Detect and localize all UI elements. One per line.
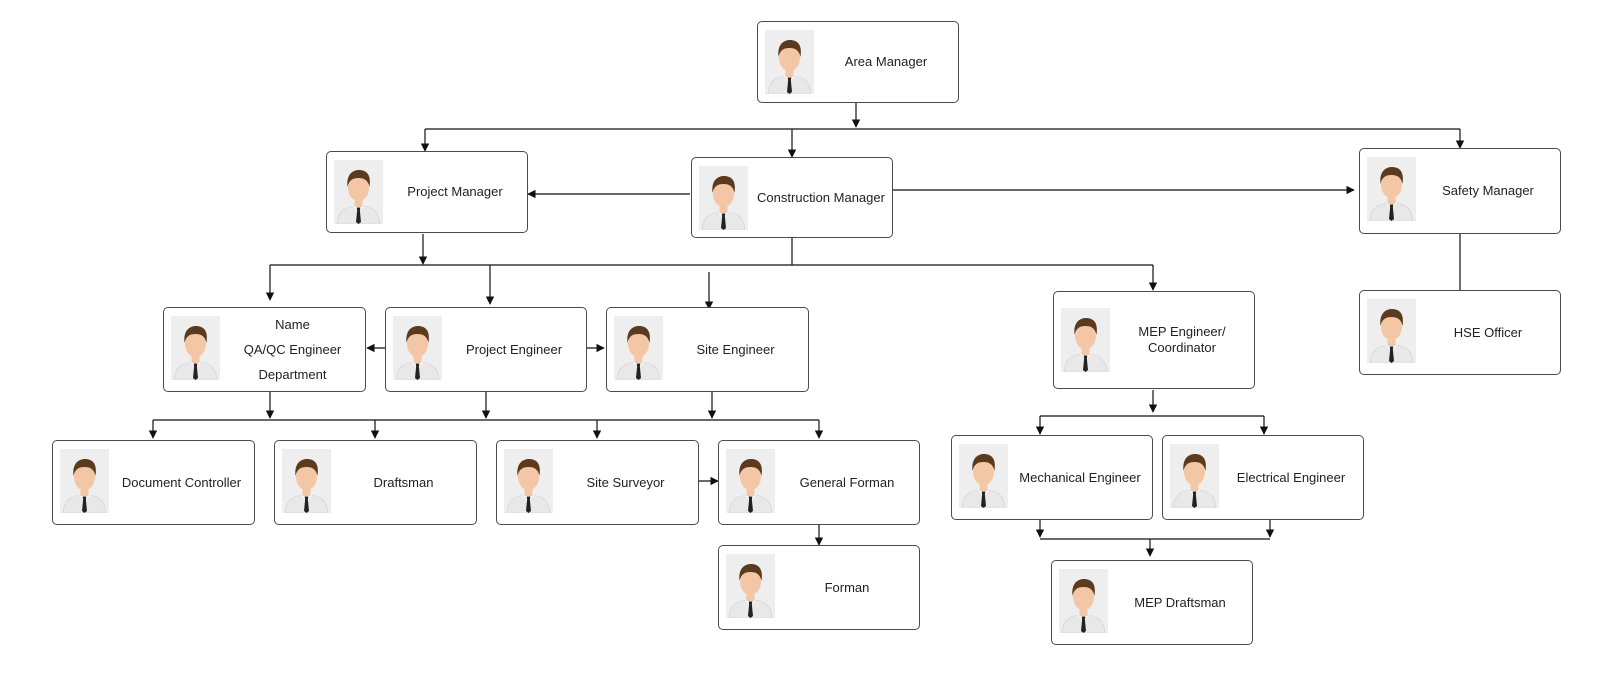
node-mep-engineer[interactable]: MEP Engineer/ Coordinator	[1053, 291, 1255, 389]
node-site-engineer[interactable]: Site Engineer	[606, 307, 809, 392]
node-label: Site Engineer	[696, 341, 775, 357]
node-mep-draftsman[interactable]: MEP Draftsman	[1051, 560, 1253, 645]
person-avatar-icon	[726, 449, 775, 513]
node-label: Safety Manager	[1442, 183, 1534, 198]
label-line-1: MEP Engineer/	[1138, 324, 1226, 339]
person-avatar-icon	[1367, 299, 1416, 363]
node-general-forman[interactable]: General Forman	[718, 440, 920, 525]
person-avatar-icon	[1059, 569, 1108, 633]
node-area-manager[interactable]: Area Manager	[757, 21, 959, 103]
label-line-title: QA/QC Engineer	[243, 342, 342, 357]
node-site-surveyor[interactable]: Site Surveyor	[496, 440, 699, 525]
person-avatar-icon	[504, 449, 553, 513]
node-label: Site Surveyor	[586, 474, 665, 490]
node-draftsman[interactable]: Draftsman	[274, 440, 477, 525]
person-avatar-icon	[1170, 444, 1219, 508]
person-avatar-icon	[1061, 308, 1110, 372]
node-qa-qc-engineer[interactable]: Name QA/QC Engineer Department	[163, 307, 366, 392]
person-avatar-icon	[765, 30, 814, 94]
node-label: HSE Officer	[1453, 324, 1523, 340]
person-avatar-icon	[60, 449, 109, 513]
label-line-name: Name	[275, 317, 310, 332]
node-label: Draftsman	[373, 474, 434, 490]
label-line-department: Department	[258, 367, 327, 382]
person-avatar-icon	[959, 444, 1008, 508]
node-label: Name QA/QC Engineer Department	[226, 308, 359, 391]
person-avatar-icon	[726, 554, 775, 618]
node-label: Electrical Engineer	[1236, 469, 1346, 485]
node-document-controller[interactable]: Document Controller	[52, 440, 255, 525]
node-safety-manager[interactable]: Safety Manager	[1359, 148, 1561, 234]
node-mechanical-engineer[interactable]: Mechanical Engineer	[951, 435, 1153, 520]
node-hse-officer[interactable]: HSE Officer	[1359, 290, 1561, 375]
node-label: Area Manager	[844, 54, 928, 69]
person-avatar-icon	[282, 449, 331, 513]
person-avatar-icon	[334, 160, 383, 224]
person-avatar-icon	[614, 316, 663, 380]
node-label: Project Engineer	[465, 341, 563, 357]
node-construction-manager[interactable]: Construction Manager	[691, 157, 893, 238]
node-electrical-engineer[interactable]: Electrical Engineer	[1162, 435, 1364, 520]
node-label: MEP Engineer/ Coordinator	[1116, 292, 1248, 388]
node-label: General Forman	[799, 474, 895, 490]
node-forman[interactable]: Forman	[718, 545, 920, 630]
node-label: Forman	[824, 579, 870, 595]
person-avatar-icon	[171, 316, 220, 380]
node-label: Project Manager	[407, 184, 503, 199]
node-label: MEP Draftsman	[1134, 594, 1226, 610]
label-line-2: Coordinator	[1148, 340, 1216, 355]
node-label: Construction Manager	[757, 189, 885, 205]
node-project-manager[interactable]: Project Manager	[326, 151, 528, 233]
person-avatar-icon	[1367, 157, 1416, 221]
node-label: Mechanical Engineer	[1019, 469, 1141, 485]
node-project-engineer[interactable]: Project Engineer	[385, 307, 587, 392]
person-avatar-icon	[393, 316, 442, 380]
person-avatar-icon	[699, 166, 748, 230]
node-label: Document Controller	[121, 474, 242, 490]
